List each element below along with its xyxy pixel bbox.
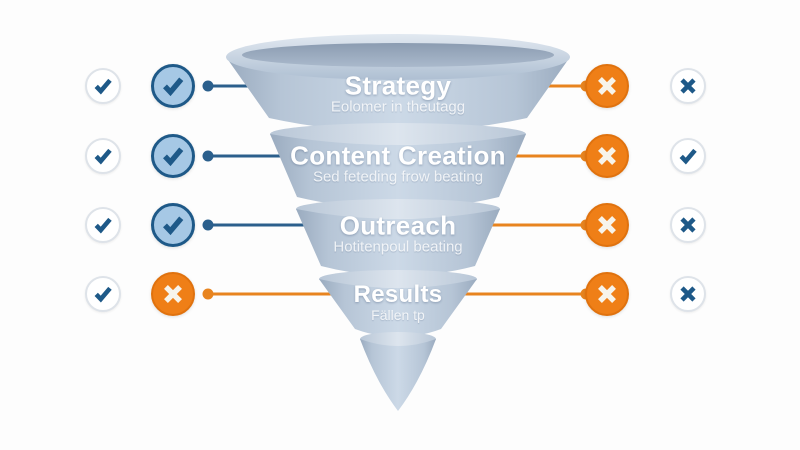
x-icon (585, 134, 629, 178)
stage-subtitle-outreach: Hotitenpoul beating (333, 238, 463, 256)
stage-subtitle-content-creation: Sed feteding frow beating (312, 168, 484, 186)
x-icon (670, 276, 706, 312)
check-icon (670, 138, 706, 174)
x-icon (670, 68, 706, 104)
x-icon (585, 203, 629, 247)
x-icon (151, 272, 195, 316)
check-icon (151, 64, 195, 108)
stage-title-content-creation: Content Creation (290, 140, 506, 171)
funnel-segment-outreach (296, 199, 500, 276)
check-icon (151, 134, 195, 178)
funnel-segment-strategy (226, 34, 570, 132)
funnel-tip (360, 332, 436, 411)
stage-subtitle-strategy: Eolomer in theutagg (330, 98, 466, 116)
connector-dot-left-content (202, 150, 214, 162)
stage-subtitle-results: Fällen tp (371, 307, 425, 323)
connector-dot-left-outreach (202, 219, 214, 231)
x-icon (670, 207, 706, 243)
connector-dot-left-results (202, 288, 214, 300)
check-icon (85, 138, 121, 174)
check-icon (85, 276, 121, 312)
check-icon (85, 68, 121, 104)
funnel-segment-content-creation (270, 123, 526, 209)
check-icon (85, 207, 121, 243)
funnel-segment-results (319, 270, 477, 337)
check-icon (151, 203, 195, 247)
stage-title-strategy: Strategy (344, 70, 452, 101)
x-icon (585, 64, 629, 108)
stage-title-results: Results (353, 281, 443, 308)
stage-title-outreach: Outreach (339, 210, 457, 241)
connector-dot-left-strategy (202, 80, 214, 92)
x-icon (585, 272, 629, 316)
